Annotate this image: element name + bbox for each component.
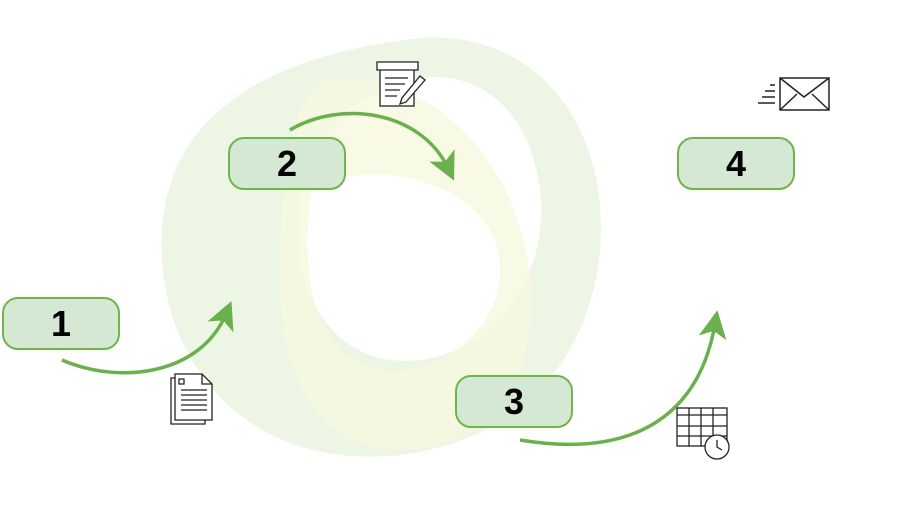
step-2-box: 2 bbox=[228, 137, 346, 190]
envelope-send-icon bbox=[758, 77, 830, 111]
step-1-box: 1 bbox=[2, 297, 120, 350]
arrow-1-to-2 bbox=[61, 301, 234, 375]
notepad-pen-icon bbox=[376, 61, 426, 107]
step-4-box: 4 bbox=[677, 137, 795, 190]
calendar-clock-icon bbox=[676, 407, 730, 460]
arrow-2-to-3 bbox=[289, 111, 455, 181]
step-3-box: 3 bbox=[455, 375, 573, 428]
step-3-label: 3 bbox=[503, 380, 525, 422]
step-4-label: 4 bbox=[725, 142, 747, 184]
document-icon bbox=[170, 373, 213, 425]
arrow-3-to-4 bbox=[519, 310, 727, 446]
step-2-label: 2 bbox=[276, 142, 298, 184]
step-1-label: 1 bbox=[50, 302, 72, 344]
